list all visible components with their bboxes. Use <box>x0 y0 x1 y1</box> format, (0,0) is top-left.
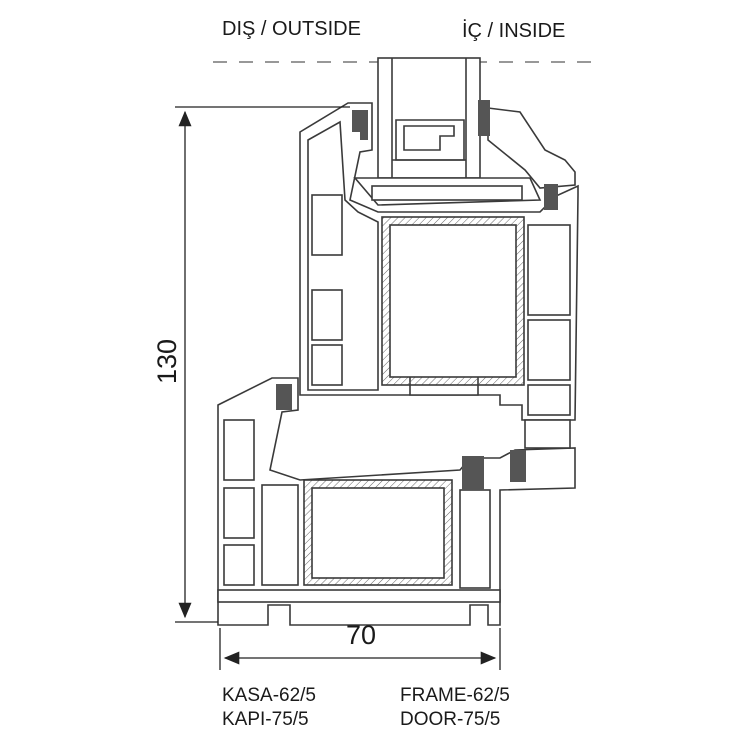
inside-label: İÇ / INSIDE <box>462 20 566 42</box>
spec-english: FRAME-62/5 DOOR-75/5 <box>400 684 510 732</box>
gasket-frame-inner <box>510 450 526 482</box>
dimension-lines <box>175 106 501 670</box>
spec-turkish: KASA-62/5 KAPI-75/5 <box>222 684 316 732</box>
spec-door-tr: KAPI-75/5 <box>222 709 309 730</box>
outside-label: DIŞ / OUTSIDE <box>222 18 361 40</box>
height-dimension-label: 130 <box>152 338 183 385</box>
gasket-frame-center <box>462 456 484 490</box>
glass-unit <box>377 57 481 179</box>
spec-frame-tr: KASA-62/5 <box>222 685 316 706</box>
gasket-sash-inner <box>544 184 558 210</box>
spec-frame-en: FRAME-62/5 <box>400 685 510 706</box>
gasket-top-inner <box>478 100 490 136</box>
spec-door-en: DOOR-75/5 <box>400 709 501 730</box>
gaskets <box>276 100 558 490</box>
gasket-top-outer <box>352 110 368 140</box>
gasket-frame-outer <box>276 384 292 410</box>
width-dimension-label: 70 <box>346 620 377 650</box>
